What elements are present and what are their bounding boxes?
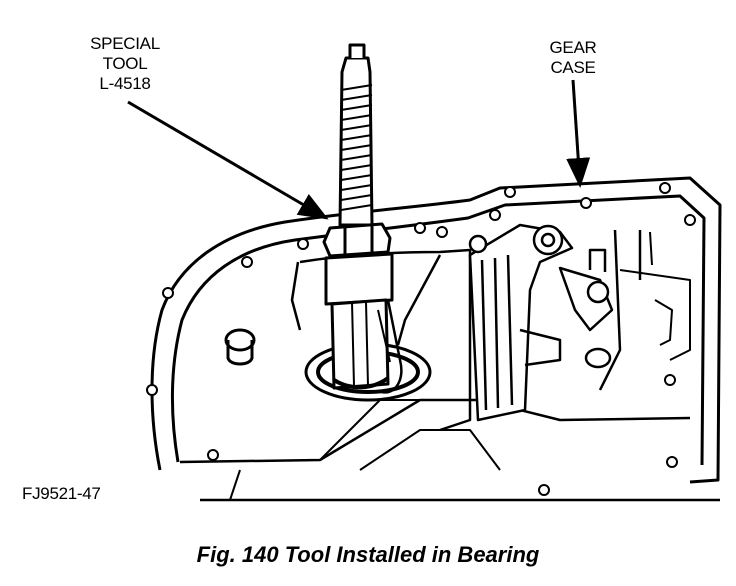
flange-bolt-holes (146, 182, 696, 496)
special-tool (322, 43, 403, 394)
gear-case-label: GEAR CASE (528, 38, 618, 78)
threaded-rod-threads (340, 84, 373, 211)
gear-case-label-line1: GEAR (549, 38, 597, 57)
gear-case-arrow (566, 79, 591, 188)
figure-caption: Fig. 140 Tool Installed in Bearing (196, 542, 540, 567)
special-tool-label-line3: L-4518 (99, 74, 151, 93)
figure-id: FJ9521-47 (22, 484, 101, 503)
special-tool-label-line2: TOOL (102, 54, 148, 73)
gear-case (150, 176, 722, 502)
special-tool-label-line1: SPECIAL (90, 34, 160, 53)
shift-rail (396, 254, 442, 346)
dowel-boss (224, 328, 256, 366)
gear-case-label-line2: CASE (550, 58, 596, 77)
special-tool-arrow (127, 100, 329, 220)
shift-fork-assembly (468, 223, 614, 422)
special-tool-label: SPECIAL TOOL L-4518 (70, 34, 180, 94)
